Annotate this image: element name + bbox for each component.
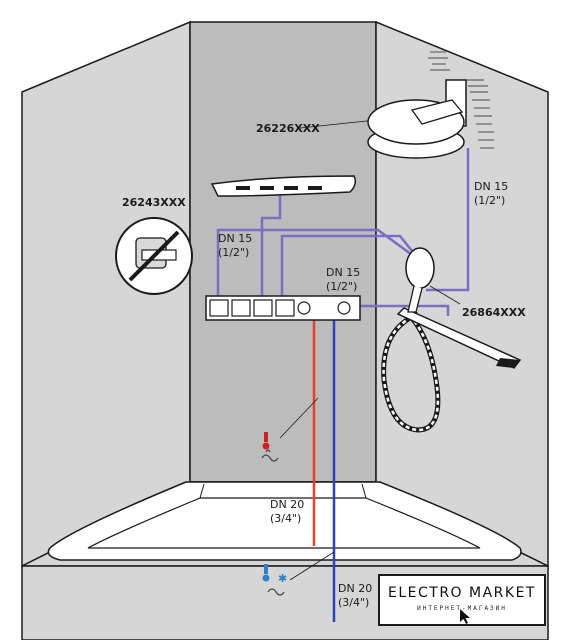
label-dn15-mid-size: DN 15 [326,266,360,279]
hot-water-icon [261,432,279,462]
electro-market-logo[interactable]: ELECTRO MARKET ИНТЕРНЕТ-МАГАЗИН [378,574,546,626]
label-dn15-right-inch: (1/2") [474,194,505,207]
cold-water-icon: ✱ [262,564,287,596]
label-dn15-left-size: DN 15 [218,232,252,245]
label-dn20-bottom-inch: (3/4") [338,596,369,609]
overhead-shower [367,79,467,159]
label-dn15-right-size: DN 15 [474,180,508,193]
no-sealing-icon [115,217,193,295]
shower-bar [210,175,357,197]
label-dn15-mid-inch: (1/2") [326,280,357,293]
ceiling-mount-hatch [428,51,494,149]
label-overhead-shower: 26226XXX [256,122,320,135]
label-hand-shower: 26864XXX [462,306,526,319]
label-dn15-left-inch: (1/2") [218,246,249,259]
svg-text:✱: ✱ [278,572,287,585]
leader-lines [279,119,461,581]
label-dn20-bath-size: DN 20 [270,498,304,511]
cursor-icon [460,609,470,624]
label-dn20-bottom-size: DN 20 [338,582,372,595]
logo-title: ELECTRO MARKET [388,585,536,601]
label-shower-bar: 26243XXX [122,196,186,209]
hand-shower-set [381,247,522,433]
label-dn20-bath-inch: (3/4") [270,512,301,525]
logo-subtitle: ИНТЕРНЕТ-МАГАЗИН [417,605,507,612]
left-wall [21,20,191,568]
thermostat-panel [205,295,361,321]
